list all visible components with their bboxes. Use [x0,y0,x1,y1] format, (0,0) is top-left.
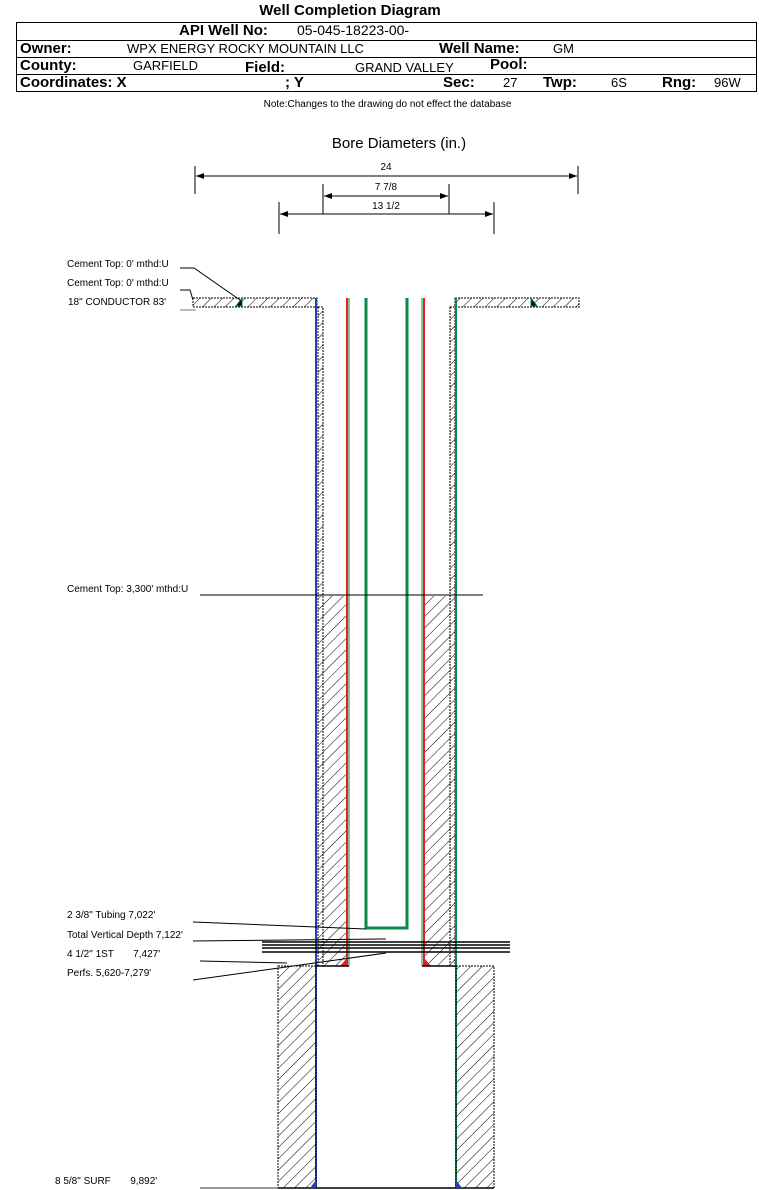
casing-shoe-right [424,958,431,966]
cement-marker-right [530,296,538,307]
county-value: GARFIELD [133,58,199,73]
leader-tubing [192,921,367,930]
rng-value: 96W [714,75,741,90]
dimension-label-24: 24 [380,162,392,173]
api-value: 05-045-18223-00- [297,22,410,38]
well-name-label: Well Name: [439,40,520,57]
surface-cement-right [455,965,495,1189]
coord-x-label: Coordinates: X [20,74,127,91]
perforation-lines [262,941,510,953]
api-label: API Well No: [179,22,268,39]
surface-shoe-right [456,1180,462,1188]
field-label: Field: [245,59,285,76]
cement-marker-left [235,296,243,307]
surface-shoe-left [310,1180,316,1188]
casing-wall-right [449,306,456,967]
field-value: GRAND VALLEY [355,60,454,75]
twp-value: 6S [611,75,627,90]
label-cement-top-1: Cement Top: 0' mthd:U [67,259,169,270]
dimension-13-1-2 [278,202,495,234]
casing-shoe-left [340,958,347,966]
sec-label: Sec: [443,74,475,91]
page-title: Well Completion Diagram [259,2,441,19]
label-tubing: 2 3/8" Tubing 7,022' [67,910,155,921]
api-row: API Well No: 05-045-18223-00- [17,22,756,40]
surface-cement-left [277,965,317,1189]
label-cement-top-3: Cement Top: 3,300' mthd:U [67,584,188,595]
cement-annulus-left [323,596,347,966]
conductor-right-plate [454,297,580,308]
label-perfs: Perfs. 5,620-7,279' [67,968,151,979]
pool-label: Pool: [490,56,528,73]
leader-cement-top-1 [180,267,241,301]
coordinates-row: Coordinates: X ; Y Sec: 27 Twp: 6S Rng: … [17,74,756,93]
twp-label: Twp: [543,74,577,91]
note: Note:Changes to the drawing do not effec… [263,99,512,110]
rng-label: Rng: [662,74,697,91]
owner-value: WPX ENERGY ROCKY MOUNTAIN LLC [127,41,364,56]
leader-tvd [192,938,387,942]
owner-row: Owner: WPX ENERGY ROCKY MOUNTAIN LLC Wel… [17,40,756,57]
well-info-header: API Well No: 05-045-18223-00- Owner: WPX… [16,22,757,92]
dimension-label-13-1-2: 13 1/2 [372,201,400,212]
conductor-left-plate [192,297,318,308]
bore-diameters-title: Bore Diameters (in.) [332,135,466,152]
sec-value: 27 [503,75,518,90]
leader-production-casing [199,960,288,964]
coord-y-label: ; Y [285,74,304,91]
label-production-casing: 4 1/2" 1ST 7,427' [67,949,160,960]
dimension-7-7-8 [322,184,450,214]
label-tvd: Total Vertical Depth 7,122' [67,930,183,941]
well-name-value: GM [553,41,574,56]
label-cement-top-2: Cement Top: 0' mthd:U [67,278,169,289]
casing-wall-left [317,306,324,967]
dimension-label-7-7-8: 7 7/8 [375,182,398,193]
owner-label: Owner: [20,40,72,57]
cement-annulus-right [425,596,450,966]
county-label: County: [20,57,77,74]
label-conductor: 18" CONDUCTOR 83' [68,297,166,308]
dimension-24 [194,166,579,194]
label-surface-casing: 8 5/8" SURF 9,892' [55,1176,157,1187]
county-row: County: GARFIELD Field: GRAND VALLEY Poo… [17,56,756,76]
tubing [364,298,409,930]
leader-cement-top-2 [180,289,194,301]
leader-perfs [192,952,387,981]
